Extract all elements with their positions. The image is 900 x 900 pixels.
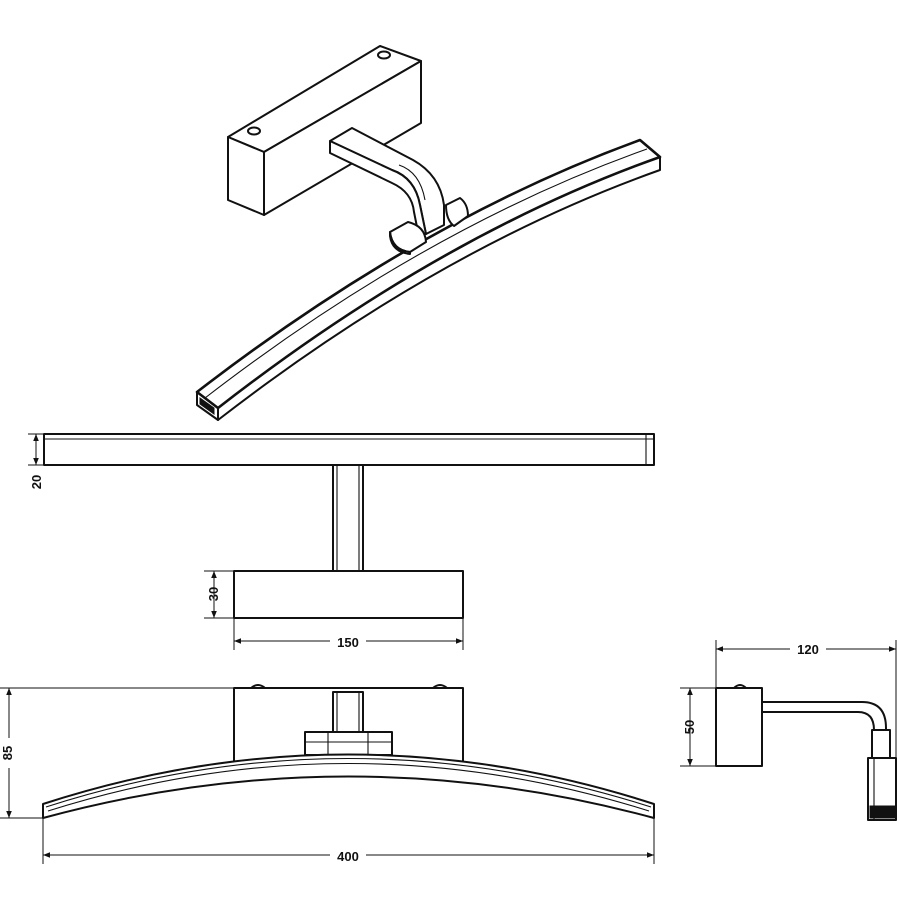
dimension-width-total: 400: [42, 818, 655, 864]
iso-wall-base: [227, 45, 422, 216]
screw-hole-icon: [377, 50, 391, 60]
isometric-view: [195, 45, 662, 421]
label-side-height: 50: [682, 720, 697, 734]
side-led-emitter: [869, 805, 897, 819]
label-height-base: 30: [206, 587, 221, 601]
screw-head-icon: [432, 684, 448, 689]
dimension-width-base: 150: [233, 618, 464, 650]
screw-hole-icon: [247, 126, 261, 136]
dimension-side-height: 50: [680, 687, 716, 767]
screw-head-icon: [250, 684, 266, 689]
label-side-depth: 120: [797, 642, 819, 657]
label-width-base: 150: [337, 635, 359, 650]
iso-joints: [389, 197, 469, 255]
label-height-bar: 20: [29, 475, 44, 489]
front-mount: [304, 691, 393, 766]
top-arm: [332, 464, 364, 572]
iso-light-bar: [195, 138, 662, 421]
dimension-side-depth: 120: [715, 640, 897, 758]
dimension-height-base: 30: [204, 570, 234, 619]
screw-head-icon: [733, 684, 747, 689]
front-light-bar: [42, 753, 655, 819]
dimension-height-total: 85: [0, 687, 234, 819]
side-wall-base: [715, 687, 763, 767]
label-width-total: 400: [337, 849, 359, 864]
side-arm: [761, 701, 887, 736]
side-view: 120 50: [680, 640, 897, 821]
top-wall-base: [233, 570, 464, 619]
top-view: 20 30 150: [28, 433, 655, 650]
dimension-height-bar: 20: [28, 433, 44, 489]
label-height-total: 85: [0, 746, 15, 760]
front-view: 85 400: [0, 684, 655, 864]
